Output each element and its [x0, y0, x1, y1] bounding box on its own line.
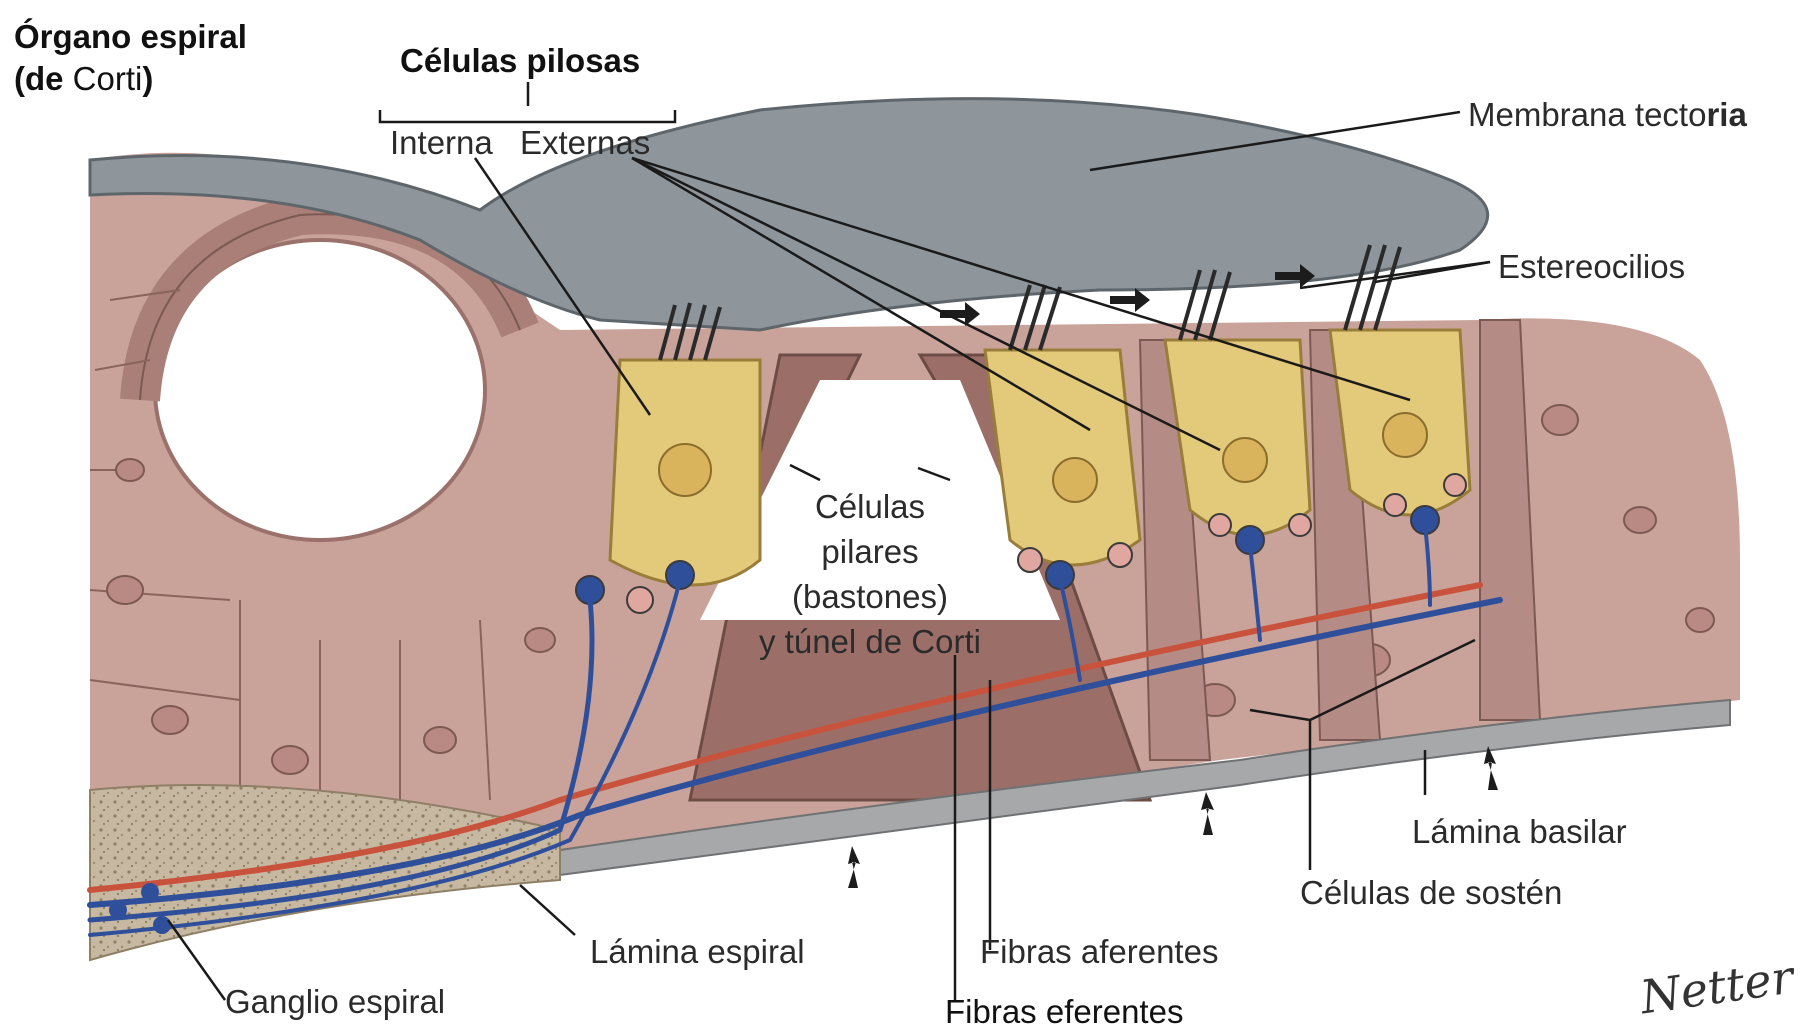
- label-celulas-pilares: Células pilares (bastones) y túnel de Co…: [730, 490, 1010, 658]
- pilares-line1: Células: [730, 490, 1010, 523]
- title-suffix: ): [142, 60, 153, 97]
- diagram-title-line1: Órgano espiral: [14, 20, 247, 53]
- title-name: Corti: [73, 60, 143, 97]
- pilares-line3: (bastones): [730, 580, 1010, 613]
- label-interna: Interna: [390, 126, 493, 159]
- label-ganglio-espiral: Ganglio espiral: [225, 985, 445, 1018]
- label-lamina-basilar: Lámina basilar: [1412, 815, 1627, 848]
- label-celulas-sosten: Células de sostén: [1300, 876, 1562, 909]
- label-fibras-eferentes: Fibras eferentes: [945, 995, 1183, 1028]
- label-lamina-espiral: Lámina espiral: [590, 935, 805, 968]
- label-fibras-aferentes: Fibras aferentes: [980, 935, 1218, 968]
- membrana-suffix: ria: [1706, 96, 1746, 133]
- title-prefix: (de: [14, 60, 73, 97]
- label-celulas-pilosas: Células pilosas: [400, 44, 640, 77]
- label-estereocilios: Estereocilios: [1498, 250, 1685, 283]
- pilares-line4: y túnel de Corti: [730, 625, 1010, 658]
- label-membrana-tectoria: Membrana tectoria: [1468, 98, 1747, 131]
- membrana-prefix: Membrana tecto: [1468, 96, 1706, 133]
- label-externas: Externas: [520, 126, 650, 159]
- diagram-title-line2: (de Corti): [14, 62, 153, 95]
- pilares-line2: pilares: [730, 535, 1010, 568]
